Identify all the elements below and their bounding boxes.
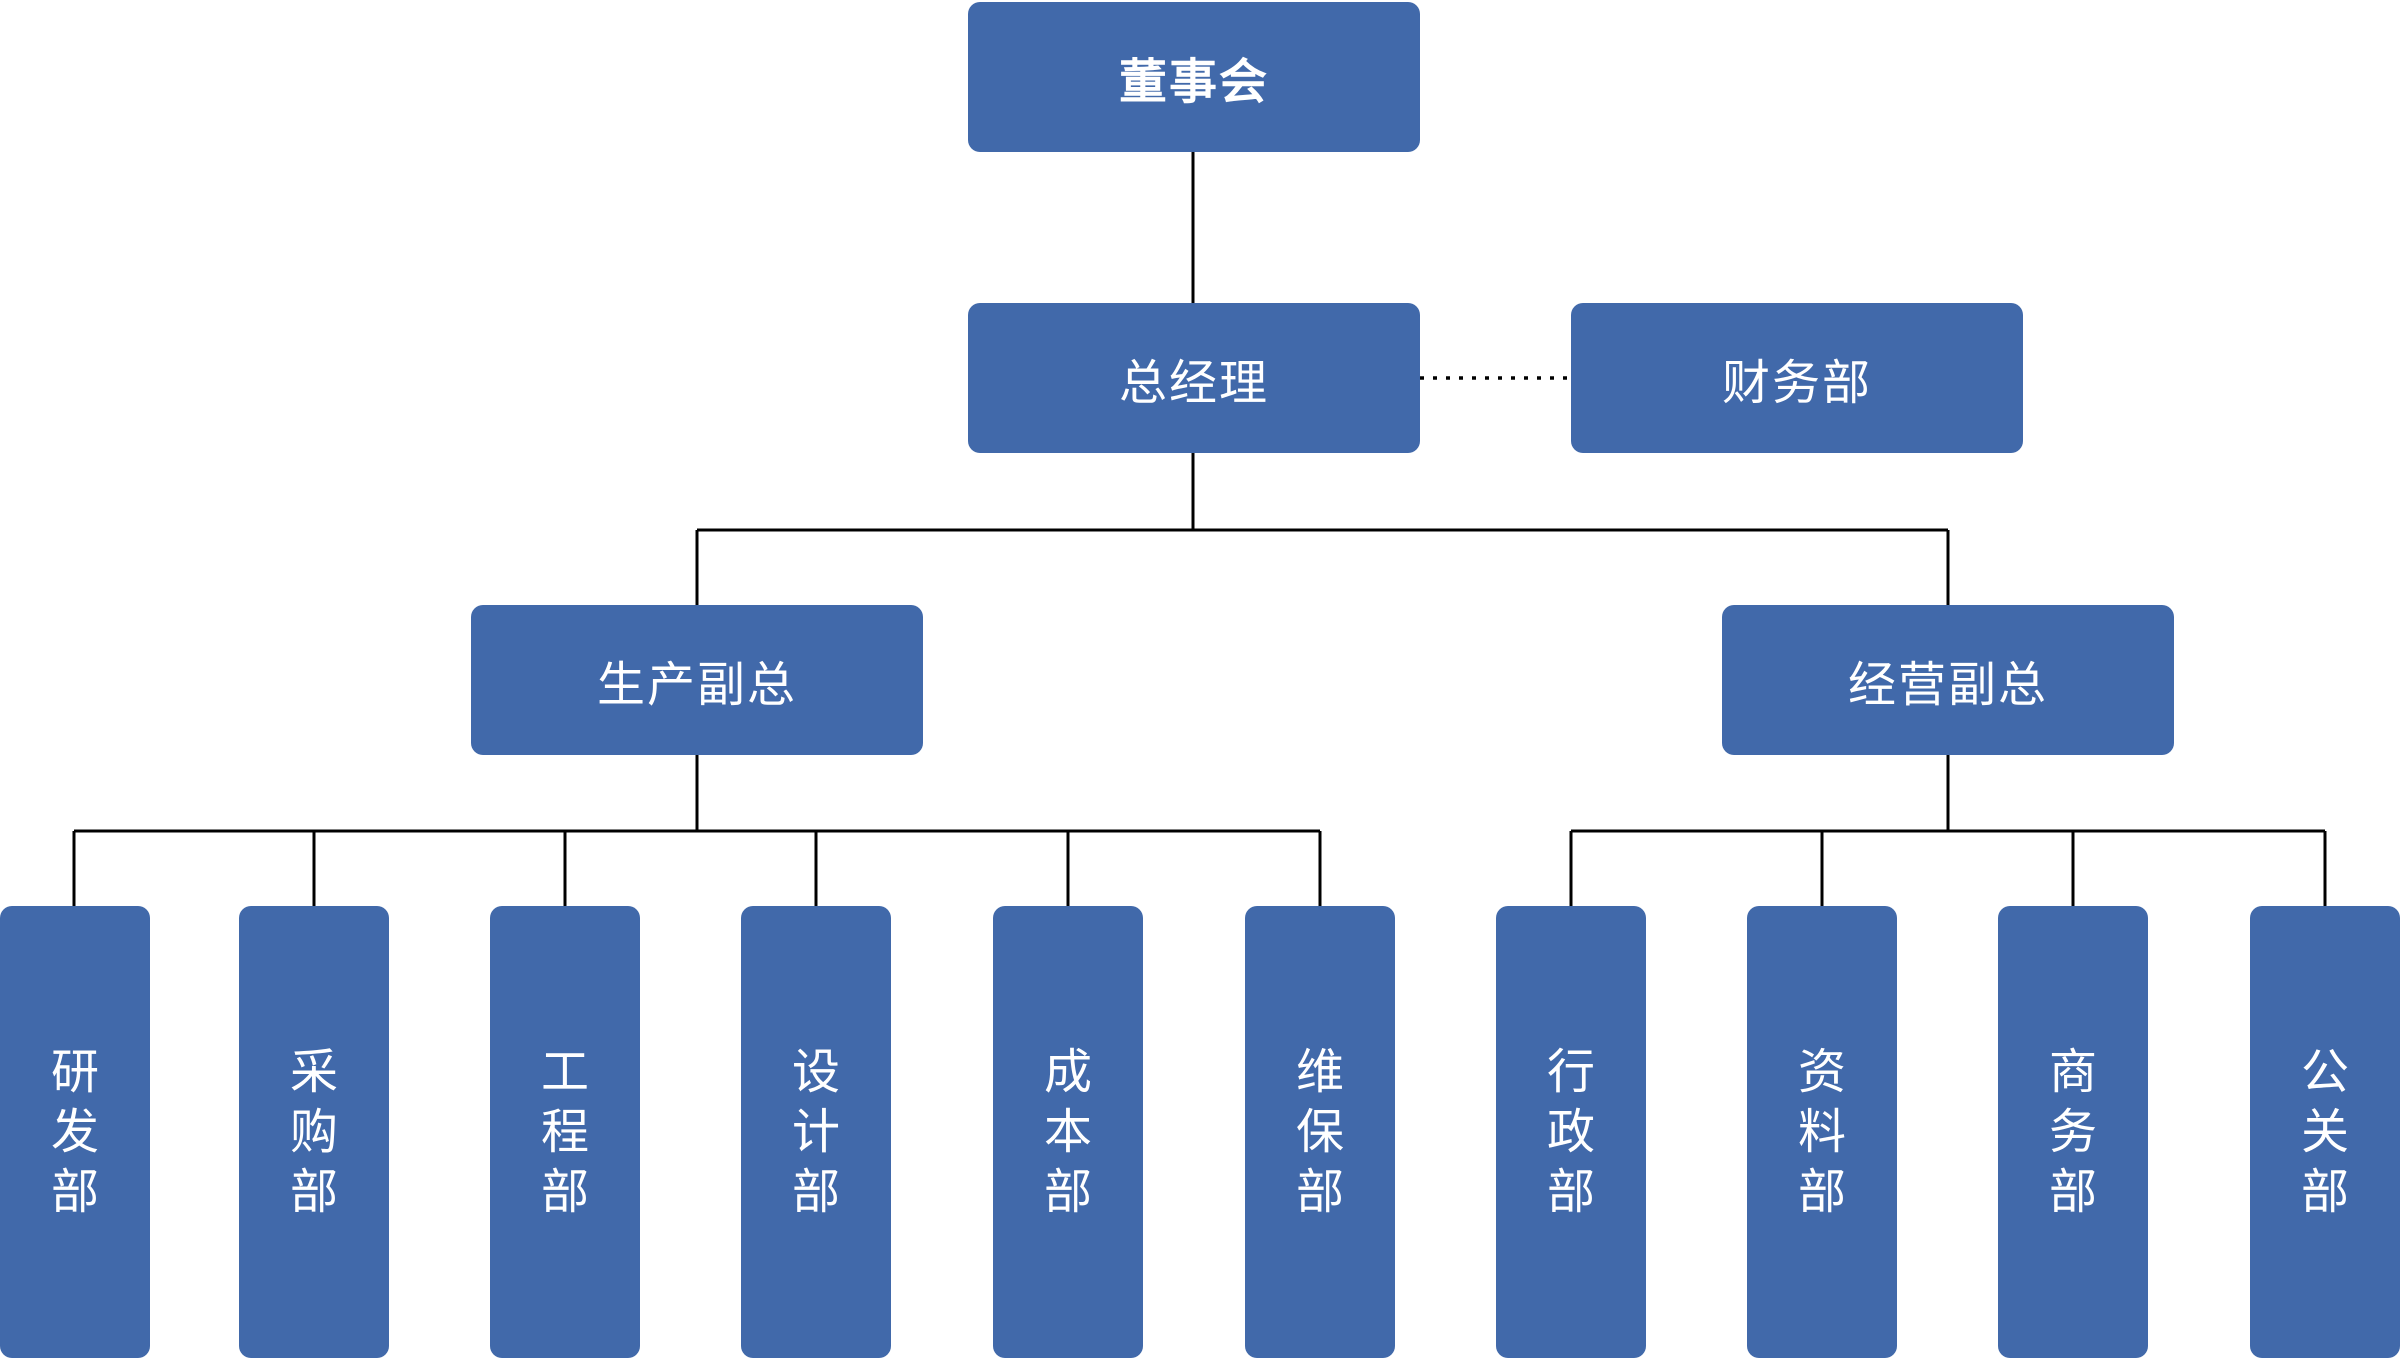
dept-label: 行政部	[1547, 1044, 1596, 1220]
vp-operations-node: 经营副总	[1722, 605, 2174, 755]
finance-node: 财务部	[1571, 303, 2023, 453]
dept-node-engineering: 工程部	[490, 906, 640, 1358]
board-node: 董事会	[968, 2, 1420, 152]
dept-node-admin: 行政部	[1496, 906, 1646, 1358]
dept-node-purchasing: 采购部	[239, 906, 389, 1358]
dept-node-design: 设计部	[741, 906, 891, 1358]
dept-node-pr: 公关部	[2250, 906, 2400, 1358]
dept-node-business: 商务部	[1998, 906, 2148, 1358]
dept-label: 成本部	[1044, 1044, 1093, 1220]
vp-production-node: 生产副总	[471, 605, 923, 755]
dept-node-rd: 研发部	[0, 906, 150, 1358]
dept-label: 资料部	[1798, 1044, 1847, 1220]
dept-node-records: 资料部	[1747, 906, 1897, 1358]
dept-node-cost: 成本部	[993, 906, 1143, 1358]
dept-label: 研发部	[51, 1044, 100, 1220]
vp-production-label: 生产副总	[596, 657, 797, 713]
dept-label: 工程部	[541, 1044, 590, 1220]
dept-label: 维保部	[1296, 1044, 1345, 1220]
dept-label: 采购部	[290, 1044, 339, 1220]
dept-label: 商务部	[2049, 1044, 2098, 1220]
dept-label: 设计部	[792, 1044, 841, 1220]
vp-operations-label: 经营副总	[1847, 657, 2048, 713]
gm-label: 总经理	[1118, 355, 1269, 411]
finance-label: 财务部	[1721, 355, 1872, 411]
dept-node-maintenance: 维保部	[1245, 906, 1395, 1358]
dept-label: 公关部	[2301, 1044, 2350, 1220]
board-label: 董事会	[1118, 54, 1269, 110]
gm-node: 总经理	[968, 303, 1420, 453]
